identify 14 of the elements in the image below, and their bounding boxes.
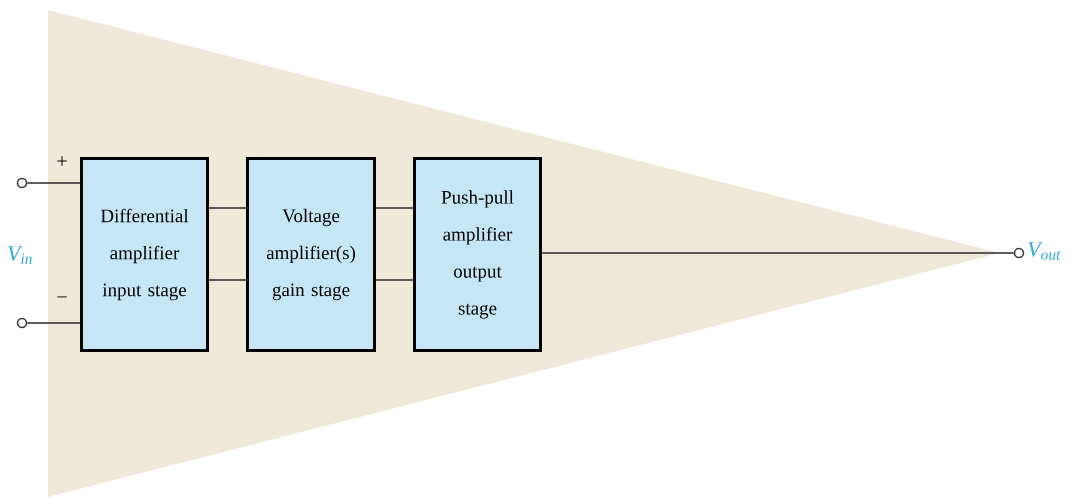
wire: [208, 279, 247, 281]
input-label: V$_{in}$: [8, 246, 32, 264]
wire: [208, 207, 247, 209]
terminal-label: V$_{out}$: [1028, 242, 1061, 260]
polarity-sign: −: [57, 296, 67, 298]
stage-box: Differential amplifier input stage: [80, 157, 209, 352]
polarity-sign: +: [57, 156, 67, 166]
wire: [26, 182, 81, 184]
stage-box: Voltage amplifier(s) gain stage: [246, 157, 376, 352]
wire: [375, 279, 414, 281]
wire: [26, 322, 81, 324]
wire: [541, 252, 1015, 254]
wire: [375, 207, 414, 209]
stage-box: Push-pull amplifier output stage: [413, 157, 542, 352]
